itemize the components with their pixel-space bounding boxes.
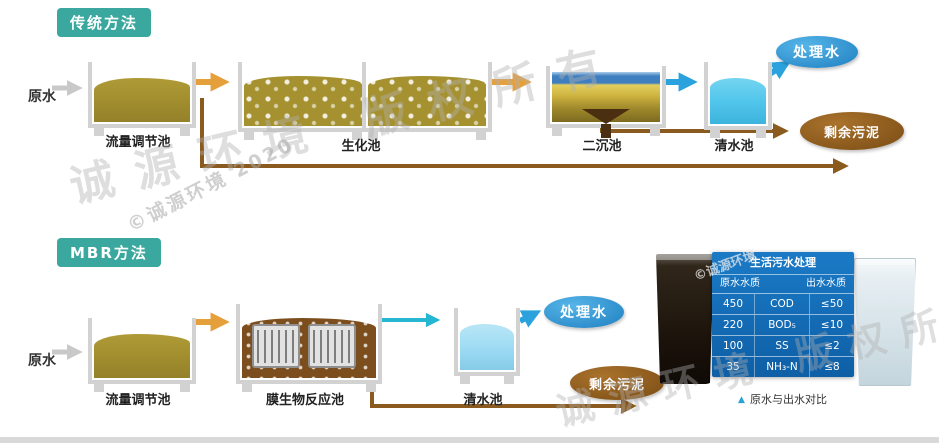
raw-water-label-mbr: 原水: [28, 353, 56, 369]
glass-rim: [656, 254, 714, 260]
excess-sludge-ellipse-mbr: 剩余污泥: [570, 366, 664, 400]
pipe-drain-traditional: [200, 98, 849, 174]
sedimentation-outlet-stem: [601, 124, 611, 138]
arrow-clear-to-treated-mbr: [518, 310, 542, 328]
cell-influent: 100: [722, 340, 744, 352]
tank-biochemical-1: [238, 62, 368, 140]
tank-liquid: [94, 334, 190, 378]
badge-traditional-method: 传统方法: [57, 8, 152, 37]
table-column-headers: 原水水质 出水水质: [712, 275, 854, 294]
tank-clear-water-mbr: [454, 308, 520, 384]
tank-liquid: [244, 76, 362, 126]
cell-parameter: BOD₅: [754, 315, 810, 335]
tank-clear-water-traditional: [704, 62, 772, 138]
tank-label-clear-water-mbr: 清水池: [463, 393, 503, 408]
treated-water-ellipse-mbr: 处理水: [544, 296, 624, 328]
tank-label-flow-regulation-mbr: 流量调节池: [105, 393, 171, 408]
cell-effluent: ≤2: [824, 340, 840, 352]
water-quality-table: 生活污水处理 原水水质 出水水质 450 COD ≤50 220 BOD₅ ≤1…: [712, 252, 854, 377]
cell-parameter: COD: [754, 294, 810, 314]
tank-label-clear-water-traditional: 清水池: [714, 139, 754, 154]
membrane-fibers: [257, 330, 295, 363]
tank-biochemical-2: [362, 62, 492, 140]
sedimentation-funnel: [582, 109, 630, 124]
cell-parameter: NH₃-N: [754, 357, 810, 377]
cell-effluent: ≤10: [820, 319, 844, 331]
glass-rim: [855, 259, 915, 265]
triangle-marker-icon: ▲: [738, 395, 745, 405]
membrane-fibers: [313, 330, 351, 363]
cell-influent: 450: [722, 298, 744, 310]
column-header-influent: 原水水质: [720, 278, 760, 289]
membrane-module-icon: [252, 324, 300, 368]
tank-label-flow-regulation-traditional: 流量调节池: [105, 135, 171, 150]
table-title: 生活污水处理: [712, 252, 854, 275]
table-row: 450 COD ≤50: [712, 294, 854, 315]
column-header-effluent: 出水水质: [806, 278, 846, 289]
comparison-caption: ▲ 原水与出水对比: [700, 391, 865, 407]
membrane-module-icon: [308, 324, 356, 368]
table-row: 35 NH₃-N ≤8: [712, 357, 854, 377]
tank-flow-regulation-mbr: [88, 318, 196, 392]
page-bottom-edge: [0, 437, 939, 443]
cell-effluent: ≤8: [824, 361, 840, 373]
excess-sludge-ellipse-traditional: 剩余污泥: [800, 112, 904, 150]
raw-water-label-traditional: 原水: [28, 89, 56, 105]
tank-liquid: [368, 76, 486, 126]
treated-water-glass: [854, 258, 916, 386]
raw-water-glass: [656, 254, 714, 384]
tank-liquid: [710, 78, 766, 124]
badge-mbr-method: MBR方法: [57, 238, 161, 267]
cell-parameter: SS: [754, 336, 810, 356]
tank-liquid: [460, 324, 514, 370]
table-row: 220 BOD₅ ≤10: [712, 315, 854, 336]
cell-influent: 220: [722, 319, 744, 331]
comparison-caption-text: 原水与出水对比: [749, 393, 827, 406]
tank-liquid: [94, 78, 190, 122]
table-row: 100 SS ≤2: [712, 336, 854, 357]
tank-label-biochemical: 生化池: [341, 139, 381, 154]
tank-label-sedimentation: 二沉池: [582, 139, 622, 154]
cell-effluent: ≤50: [820, 298, 844, 310]
cell-influent: 35: [726, 361, 740, 373]
tank-label-membrane-bioreactor: 膜生物反应池: [265, 393, 344, 408]
tank-flow-regulation-traditional: [88, 62, 196, 136]
tank-sedimentation: [546, 66, 666, 138]
treated-water-ellipse-traditional: 处理水: [776, 36, 858, 68]
